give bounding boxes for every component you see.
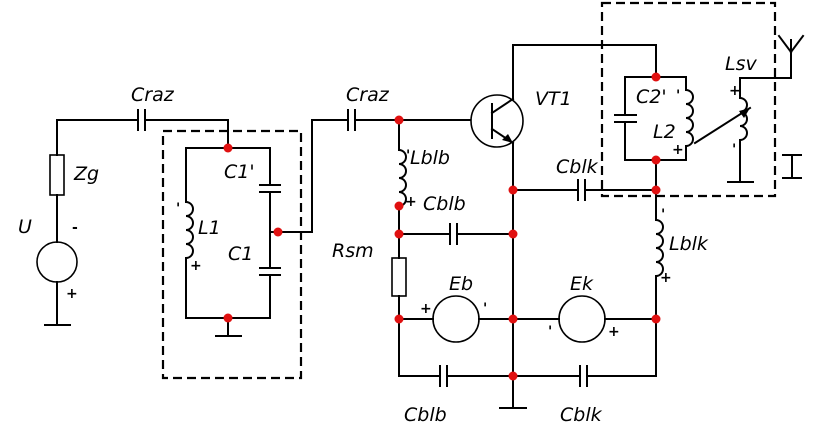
lblb-inductor: [397, 148, 407, 208]
bottom-rail: [398, 318, 657, 409]
label-l1: L1: [198, 217, 221, 239]
transistor-vt1: [470, 44, 524, 377]
base-coupling: [311, 109, 471, 131]
component-labels: Zg U Craz Craz C1' L1 C1 Lblb Cblb Rsm E…: [18, 53, 757, 426]
svg-text:': ': [483, 301, 487, 317]
variable-coupling-arrow: [739, 108, 750, 118]
ek-source: [558, 295, 606, 343]
svg-text:+: +: [660, 270, 672, 286]
label-lsv: Lsv: [725, 53, 757, 75]
svg-text:+: +: [608, 324, 620, 340]
svg-text:': ': [406, 148, 410, 164]
svg-text:': ': [676, 88, 680, 104]
antenna-coil: [693, 34, 805, 183]
svg-text:+: +: [672, 142, 684, 158]
svg-text:+: +: [66, 286, 78, 302]
source-branch: [36, 109, 229, 326]
zg-resistor: [49, 154, 65, 196]
lblk-inductor: [654, 218, 664, 278]
output-tank-box: [600, 1, 777, 198]
label-vt1: VT1: [535, 88, 572, 110]
l1-inductor: [184, 200, 194, 260]
label-zg: Zg: [73, 163, 99, 185]
label-craz-mid: Craz: [346, 84, 390, 106]
u-voltage-source: [36, 241, 78, 283]
polarity-marks: - + ' + ' + + ' ' + ' + ' + + ': [66, 83, 741, 340]
svg-text:+: +: [420, 301, 432, 317]
antenna-icon: [777, 34, 793, 54]
label-c1p: C1': [224, 161, 255, 183]
svg-text:': ': [548, 324, 552, 340]
label-c1: C1: [228, 243, 253, 265]
svg-text:-: -: [72, 220, 78, 236]
label-rsm: Rsm: [332, 240, 374, 262]
label-u: U: [18, 216, 32, 238]
label-lblb: Lblb: [410, 147, 450, 169]
eb-source: [432, 295, 480, 343]
label-l2: L2: [653, 121, 676, 143]
label-ek: Ek: [570, 273, 594, 295]
label-eb: Eb: [449, 273, 473, 295]
svg-text:': ': [176, 201, 180, 217]
lsv-inductor: [738, 96, 748, 142]
svg-text:+: +: [190, 258, 202, 274]
svg-text:+: +: [729, 83, 741, 99]
label-cblb-mid: Cblb: [423, 193, 466, 215]
label-cblk-bottom: Cblk: [560, 404, 603, 426]
label-cblk-mid: Cblk: [556, 156, 599, 178]
input-tank-box: [161, 129, 303, 380]
label-lblk: Lblk: [669, 233, 709, 255]
vt1-transistor: [470, 94, 524, 148]
label-craz-in: Craz: [131, 84, 175, 106]
output-tank: [512, 44, 694, 320]
rsm-resistor: [391, 257, 407, 297]
svg-text:': ': [732, 142, 736, 158]
label-c2p: C2': [636, 86, 667, 108]
svg-text:': ': [661, 207, 665, 223]
label-cblb-bottom: Cblb: [404, 404, 447, 426]
node-dots: [223, 72, 661, 381]
svg-text:+: +: [405, 194, 417, 210]
l2-inductor: [684, 88, 694, 148]
base-bias: [391, 119, 657, 377]
